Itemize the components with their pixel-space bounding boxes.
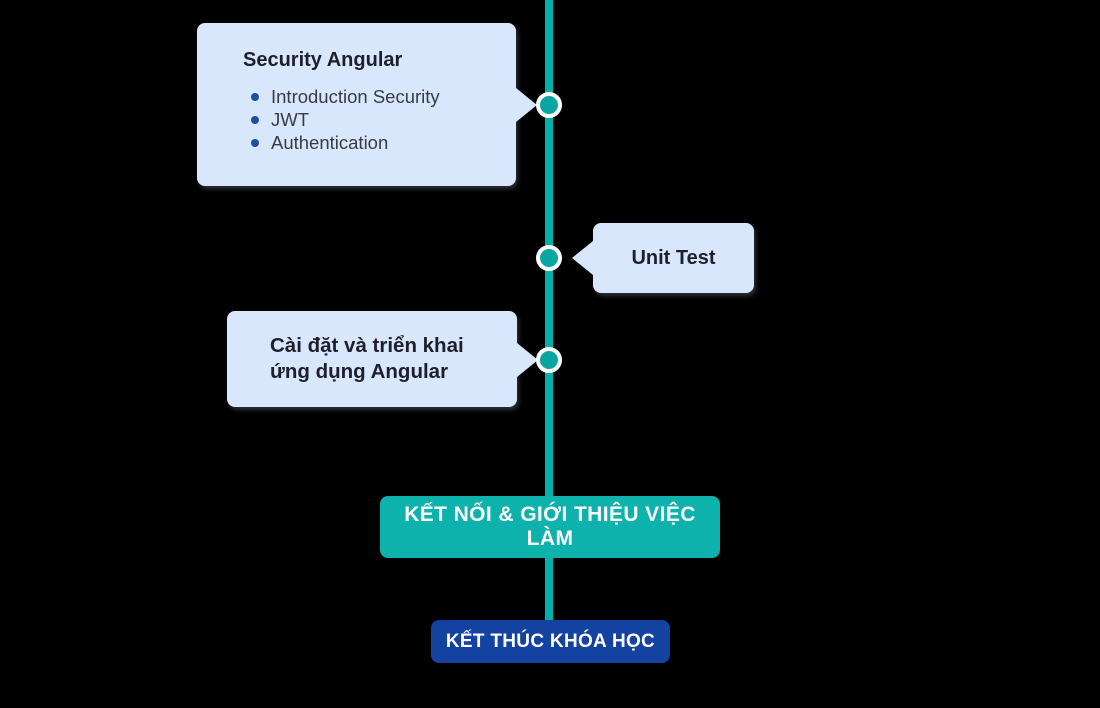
callout-tail-icon <box>516 88 537 122</box>
bullet-item-label: Introduction Security <box>271 86 440 107</box>
bullet-dot-icon <box>251 93 259 101</box>
timeline-node-unit-test <box>536 245 562 271</box>
bullet-item: JWT <box>251 108 496 131</box>
callout-title: Unit Test <box>631 246 716 269</box>
bullet-item: Introduction Security <box>251 85 496 108</box>
bullet-dot-icon <box>251 139 259 147</box>
bullet-item: Authentication <box>251 131 496 154</box>
bullet-list: Introduction Security JWT Authentication <box>243 85 496 154</box>
banner-ket-thuc-khoa-hoc: KẾT THÚC KHÓA HỌC <box>431 620 670 663</box>
callout-tail-icon <box>572 241 593 275</box>
timeline-line <box>545 0 553 621</box>
banner-ket-noi-gioi-thieu-viec-lam: KẾT NỐI & GIỚI THIỆU VIỆC LÀM <box>380 496 720 558</box>
callout-cai-dat-trien-khai: Cài đặt và triển khai ứng dụng Angular <box>227 311 538 407</box>
timeline-node-security <box>536 92 562 118</box>
callout-unit-test: Unit Test <box>572 223 754 293</box>
callout-tail-icon <box>517 343 538 377</box>
bullet-dot-icon <box>251 116 259 124</box>
callout-security-angular: Security Angular Introduction Security J… <box>197 23 537 186</box>
callout-title: Cài đặt và triển khai ứng dụng Angular <box>270 334 464 383</box>
bullet-item-label: Authentication <box>271 132 389 153</box>
timeline-node-cai-dat <box>536 347 562 373</box>
bullet-item-label: JWT <box>271 109 310 130</box>
callout-title: Security Angular <box>243 49 403 71</box>
